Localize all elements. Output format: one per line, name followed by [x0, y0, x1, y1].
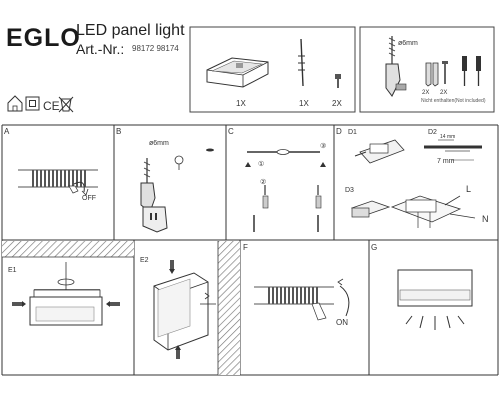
contents-box — [189, 26, 356, 113]
step-d1-illustration — [354, 139, 405, 164]
article-numbers: 98172 98174 — [132, 44, 179, 53]
screwdriver-icon — [462, 56, 481, 86]
step-d2-label: D2 — [428, 129, 437, 136]
step-e2-illustration — [153, 260, 216, 359]
article-number-label: Art.-Nr.: — [76, 41, 125, 57]
indoor-use-icon — [7, 95, 23, 112]
step-c-mark-3: ③ — [320, 142, 326, 150]
compliance-icons: CE — [7, 95, 74, 113]
step-e2-label: E2 — [140, 257, 149, 264]
step-a-illustration — [18, 169, 98, 196]
step-g-label: G — [371, 243, 377, 252]
step-f-label: F — [243, 243, 248, 252]
brand-logo: EGLO — [6, 24, 81, 52]
step-d3-illustration — [350, 195, 476, 228]
step-d-label: D — [336, 127, 342, 136]
tools-not-included-note: Nicht enthalten(Not included) — [421, 98, 486, 104]
tools-qty-screw: 2X — [440, 90, 447, 96]
tools-box — [359, 26, 495, 113]
step-g-illustration — [397, 269, 473, 330]
step-a-label: A — [4, 127, 10, 136]
weee-bin-icon — [58, 96, 74, 113]
step-e2-wall — [218, 241, 240, 375]
step-b-drill-size: ø6mm — [149, 140, 169, 147]
step-e1-illustration — [12, 262, 120, 326]
step-f-illustration — [254, 278, 350, 321]
screw-icon — [335, 74, 341, 88]
class-ii-icon — [25, 96, 40, 111]
step-d3-live: L — [466, 184, 471, 194]
step-d2-dim-7: 7 mm — [437, 158, 455, 165]
step-c-label: C — [228, 127, 234, 136]
step-c-mark-1: ① — [258, 160, 264, 168]
step-d2-dim-14: 14 mm — [440, 134, 455, 140]
tools-drill-size: ø6mm — [398, 40, 418, 47]
step-d2-illustration — [424, 139, 482, 161]
ce-mark-icon: CE — [43, 99, 60, 113]
mounting-bar-icon — [298, 38, 305, 87]
step-c-mark-2: ② — [260, 178, 266, 186]
step-b-label: B — [116, 127, 121, 136]
step-c-illustration — [245, 149, 326, 232]
dowel-icon — [425, 62, 439, 87]
step-f-on: ON — [336, 318, 348, 327]
drill-icon — [385, 36, 407, 97]
qty-bar: 1X — [299, 99, 309, 108]
step-d1-label: D1 — [348, 129, 357, 136]
step-d3-label: D3 — [345, 187, 354, 194]
tools-qty-dowel: 2X — [422, 90, 429, 96]
step-d3-neutral: N — [482, 214, 489, 224]
step-e-ceiling — [2, 241, 134, 257]
qty-screw: 2X — [332, 99, 342, 108]
qty-housing: 1X — [236, 99, 246, 108]
step-b-illustration — [140, 148, 214, 233]
step-panel-borders — [1, 124, 499, 376]
step-a-off: OFF — [82, 195, 96, 202]
wood-screw-icon — [442, 61, 448, 84]
step-e1-label: E1 — [8, 267, 17, 274]
luminaire-housing-icon — [206, 57, 269, 88]
product-title: LED panel light — [76, 22, 185, 39]
